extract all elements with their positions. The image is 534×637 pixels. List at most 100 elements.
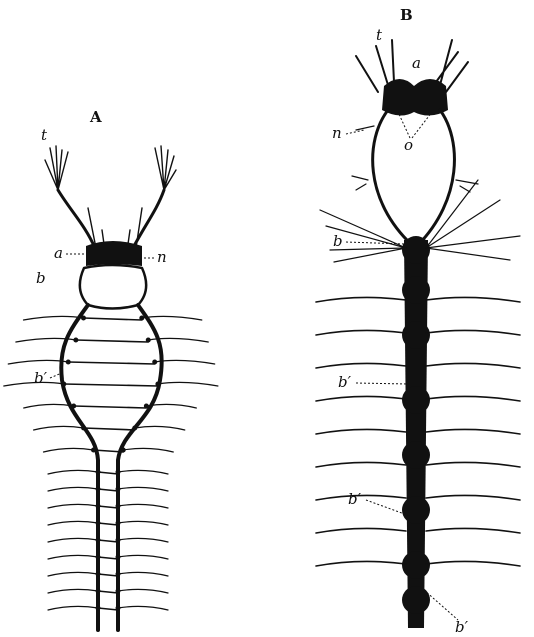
panel-b-lateral-nerve-right [426,528,520,533]
panel-a-commissure [98,540,118,542]
panel-b-lateral-nerve-right [426,396,520,401]
panel-a-lateral-nerve-right [118,470,168,474]
panel-a-ganglion-left [96,470,101,475]
panel-b-leader-b-prime-1 [356,383,408,384]
panel-a-commissure [98,489,118,491]
panel-b-ganglion [402,321,430,349]
panel-a-oesophageal-ring [80,265,146,309]
panel-a-ganglion-left [96,572,101,577]
panel-a-lateral-nerve-right [118,555,168,559]
panel-a-lateral-nerve-left [48,555,98,559]
panel-b-lateral-nerve-left [316,462,406,467]
panel-b-ganglion [402,551,430,579]
panel-a-commissure [68,362,154,364]
panel-a-commissure [98,506,118,508]
panel-a-ganglion-left [66,360,71,365]
panel-b-anterior-nerve-right [426,180,478,248]
panel-a-ganglion-right [116,504,121,509]
panel-b-lateral-nerve-right [426,330,520,335]
panel-a-commissure [98,608,118,610]
panel-b-lateral-nerve-right [426,495,520,500]
panel-a-right-tentacle-fibres [155,146,176,190]
panel-b-leader-n [346,130,364,134]
panel-b-lateral-nerve-left [316,528,406,533]
panel-a-commissure [98,591,118,593]
panel-a-lateral-nerve-right [135,426,185,430]
panel-a-ganglion-right [139,316,144,321]
panel-b-lateral-nerve-left [316,363,406,368]
panel-a-commissure [76,340,148,342]
panel-b-title: B [400,6,413,24]
panel-a-ganglion-right [144,404,149,409]
panel-a-ganglion-left [96,504,101,509]
panel-b-ventral-cord [316,180,520,628]
panel-a-ganglion-left [96,589,101,594]
panel-a-left-tentacle-fibres [45,146,68,190]
panel-b-lateral-nerve-right [426,363,520,368]
panel-a-ganglion-left [73,338,78,343]
panel-a-commissure [98,557,118,559]
panel-b-label-a: a [412,54,421,72]
panel-b-label-b-prime-1: b′ [338,373,352,391]
panel-b-leader-b-prime-3 [424,590,458,620]
panel-a-lateral-nerve-right [158,382,218,386]
panel-b-ganglion [402,586,430,614]
panel-b-connective-branches [352,126,478,192]
panel-a-lateral-nerve-left [24,404,74,408]
panel-b-right-connective [418,110,454,245]
panel-b-lateral-nerve-left [316,297,406,302]
panel-b-anterior-nerve-right [426,200,500,248]
panel-a-lateral-nerve-left [44,448,94,452]
panel-b-lateral-nerve-right [426,561,520,566]
panel-a-right-ventral-cord [118,305,162,630]
panel-b-label-b-prime-3: b′ [455,618,469,636]
panel-a-lateral-nerve-left [34,426,84,430]
panel-a-ganglion-right [132,426,137,431]
panel-a-lateral-nerve-left [48,606,98,610]
panel-b-label-o: o [404,136,413,154]
panel-a-lateral-nerve-right [146,404,196,408]
panel-a-lateral-nerve-right [142,316,202,320]
panel-b-ganglion [402,236,430,264]
panel-b-label-t: t [376,26,383,44]
panel-a-ganglion-left [81,316,86,321]
panel-a-ganglion-left [96,538,101,543]
panel-a-ganglion-right [116,589,121,594]
panel-a-commissures [4,316,218,611]
panel-a-ganglion-left [96,487,101,492]
panel-a-ganglion-right [155,382,160,387]
panel-a-commissure [98,523,118,525]
panel-b-lateral-nerve-left [316,330,406,335]
panel-b-anterior-nerve-right [426,248,510,260]
panel-a-commissure [83,318,141,320]
panel-b-label-b: b [333,232,343,250]
panel-a-label-b-prime: b′ [34,369,48,387]
panel-a-ganglion-left [81,426,86,431]
panel-a-commissure [84,428,135,430]
panel-a-ganglion-right [116,555,121,560]
panel-b-lateral-nerve-right [426,462,520,467]
panel-b-ganglion [402,496,430,524]
panel-a-commissure [74,406,147,408]
panel-a-lateral-nerve-right [118,589,168,593]
panel-a-commissure [64,384,158,386]
panel-a-lateral-nerve-right [118,606,168,610]
panel-a-lateral-nerve-left [23,316,83,320]
panel-a-ganglion-left [96,521,101,526]
panel-a-lateral-nerve-right [155,360,215,364]
panel-a-lateral-nerve-left [48,504,98,508]
panel-a-lateral-nerve-right [118,538,168,542]
panel-a-ganglion-left [61,382,66,387]
panel-b-fused-nervous-system: B t a n o b b′ b′ b′ [316,6,520,636]
panel-a-lateral-nerve-right [118,572,168,576]
panel-a-lateral-nerve-left [48,470,98,474]
panel-a-lateral-nerve-right [118,487,168,491]
panel-a-lateral-nerve-right [118,521,168,525]
panel-a-lateral-nerve-left [48,572,98,576]
panel-a-title: A [89,108,102,126]
panel-a-lateral-nerve-left [48,521,98,525]
panel-a-commissure [98,472,118,474]
panel-b-lateral-nerve-right [426,297,520,302]
panel-a-ganglion-left [91,448,96,453]
